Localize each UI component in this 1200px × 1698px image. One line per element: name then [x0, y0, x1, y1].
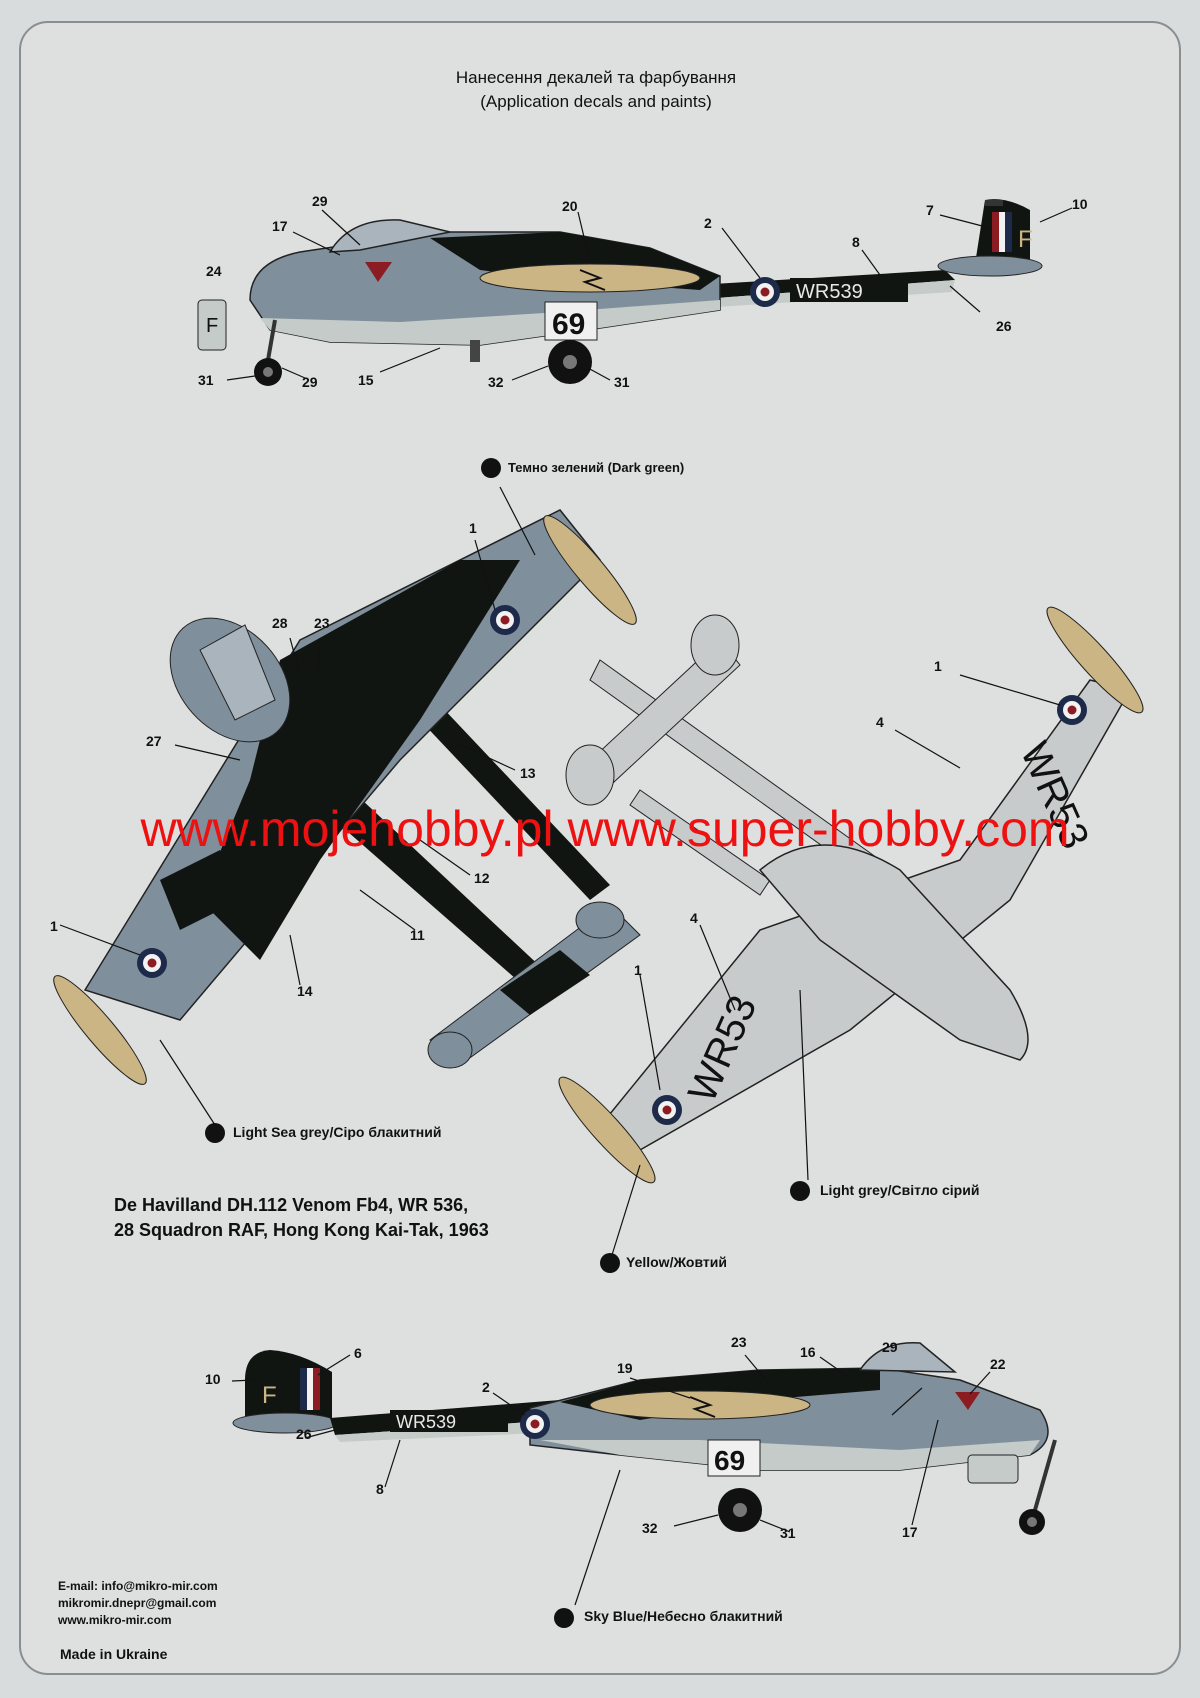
contact-email-secondary: mikromir.dnepr@gmail.com [58, 1596, 217, 1610]
callout-number: 31 [614, 374, 630, 390]
callout-number: 23 [314, 615, 330, 631]
plan-view-upper [53, 486, 641, 1126]
callout-number: 26 [296, 1426, 312, 1442]
watermark: www.mojehobby.pl www.super-hobby.com [140, 801, 1070, 857]
callout-number: 31 [198, 372, 214, 388]
caption-line-1: De Havilland DH.112 Venom Fb4, WR 536, [114, 1195, 469, 1215]
made-in-label: Made in Ukraine [60, 1646, 168, 1662]
callout-number: 4 [876, 714, 884, 730]
callout-number: 17 [272, 218, 288, 234]
paint-swatches [205, 458, 810, 1628]
bottom-side-serial: WR539 [396, 1412, 456, 1432]
callout-number: 26 [996, 318, 1012, 334]
callout-number: 12 [474, 870, 490, 886]
callout-number: 24 [206, 263, 222, 279]
callout-number: 29 [302, 374, 318, 390]
paint-label-yellow: Yellow/Жовтий [626, 1254, 727, 1270]
callout-number: 16 [800, 1344, 816, 1360]
callout-number: 8 [376, 1481, 384, 1497]
callout-number: 22 [990, 1356, 1006, 1372]
callout-number: 8 [852, 234, 860, 250]
callout-number: 6 [354, 1345, 362, 1361]
side-serial: WR539 [796, 281, 863, 303]
side-view-bottom: F WR539 69 [231, 1341, 1057, 1606]
bottom-nose-number: 69 [714, 1445, 745, 1476]
nose-number: 69 [552, 308, 585, 341]
callout-number: 32 [488, 374, 504, 390]
callout-number: 13 [520, 765, 536, 781]
side-code-decal: F [206, 315, 218, 337]
callout-number: 1 [469, 520, 477, 536]
title-english: (Application decals and paints) [480, 92, 712, 111]
callout-number: 7 [926, 202, 934, 218]
caption-line-2: 28 Squadron RAF, Hong Kong Kai-Tak, 1963 [114, 1220, 489, 1240]
callout-number: 1 [934, 658, 942, 674]
paint-label-light-sea-grey: Light Sea grey/Сіро блакитний [233, 1124, 442, 1140]
paint-label-light-grey: Light grey/Світло сірий [820, 1182, 980, 1198]
callout-number: 1 [50, 918, 58, 934]
plan-view-lower: WR53 WR53 [558, 606, 1144, 1256]
callout-number: 17 [902, 1524, 918, 1540]
callout-number: 4 [690, 910, 698, 926]
callout-number: 23 [731, 1334, 747, 1350]
callout-number: 29 [312, 193, 328, 209]
callout-number: 29 [882, 1339, 898, 1355]
contact-email: E-mail: info@mikro-mir.com [58, 1579, 218, 1593]
callout-number: 32 [642, 1520, 658, 1536]
sheet-border [19, 21, 1181, 1675]
side-view-top: F WR539 69 F [197, 199, 1073, 386]
callout-number: 14 [297, 983, 313, 999]
fin-code-letter: F [1018, 226, 1033, 253]
title-ukrainian: Нанесення декалей та фарбування [455, 68, 737, 87]
callout-number: 1 [634, 962, 642, 978]
paint-label-dark-green: Темно зелений (Dark green) [508, 460, 685, 475]
callout-number: 11 [410, 927, 425, 943]
contact-website: www.mikro-mir.com [58, 1613, 172, 1627]
callout-number: 27 [146, 733, 162, 749]
callout-number: 2 [704, 215, 712, 231]
paint-label-sky-blue: Sky Blue/Небесно блакитний [584, 1608, 783, 1624]
callout-number: 31 [780, 1525, 796, 1541]
callout-number: 10 [205, 1371, 221, 1387]
callout-number: 15 [358, 372, 374, 388]
callout-number: 2 [482, 1379, 490, 1395]
callout-number: 28 [272, 615, 288, 631]
callout-number: 19 [617, 1360, 633, 1376]
callout-number: 10 [1072, 196, 1088, 212]
callout-number: 20 [562, 198, 578, 214]
bottom-fin-code-letter: F [262, 1382, 277, 1409]
